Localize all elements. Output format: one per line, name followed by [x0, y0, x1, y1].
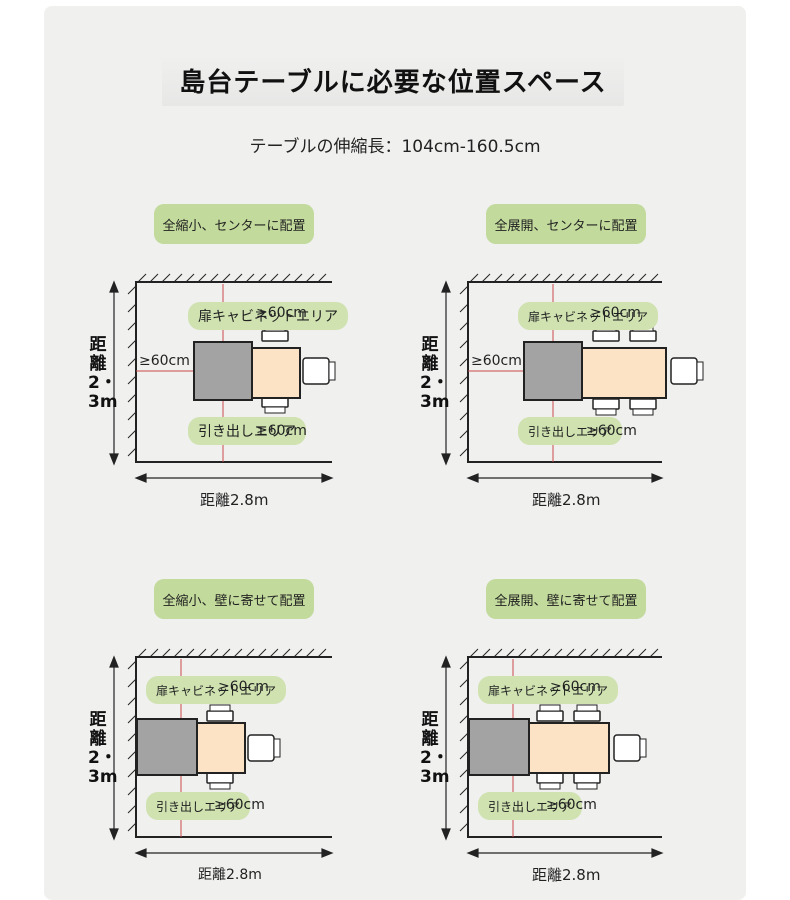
side-clearance-value: ≥60cm — [471, 353, 522, 369]
horizontal-distance-label: 距離2.8m — [200, 491, 269, 509]
drawer-clearance-value: ≥60cm — [214, 797, 265, 813]
horizontal-distance-label: 距離2.8m — [532, 491, 601, 509]
wall-hatching-top — [137, 273, 327, 283]
wall-hatching-top — [469, 273, 659, 283]
title-banner: 島台テーブルに必要な位置スペース — [162, 54, 624, 106]
chair-top — [206, 704, 234, 722]
side-clearance-value: ≥60cm — [139, 353, 190, 369]
island-cabinet — [136, 718, 198, 776]
chair-end — [670, 357, 704, 385]
dining-table — [251, 347, 301, 399]
dining-table — [581, 347, 667, 399]
chair-end — [302, 357, 336, 385]
wall-hatching-left — [127, 285, 137, 457]
room-walls — [135, 281, 332, 463]
floor-plan — [109, 648, 334, 858]
layout-panel-expanded-center: 全展開、センターに配置 — [412, 200, 772, 509]
horizontal-distance-label: 距離2.8m — [532, 866, 601, 884]
layout-panel-compact-center: 全縮小、センターに配置 — [80, 200, 440, 509]
drawer-clearance-value: ≥60cm — [546, 797, 597, 813]
chair-top-2 — [573, 704, 601, 722]
vertical-distance-label: 距離2・3m — [420, 710, 450, 787]
chair-bottom-1 — [536, 772, 564, 790]
horizontal-dimension-arrow — [466, 848, 664, 858]
drawer-area-label: 引き出しエリア — [188, 417, 306, 445]
drawer-area-label: 引き出しエリア — [146, 792, 251, 820]
chair-end — [247, 734, 281, 762]
panel-tag: 全展開、センターに配置 — [486, 204, 646, 244]
cabinet-area-label: 扉キャビネットエリア — [518, 302, 659, 330]
floor-plan — [441, 648, 664, 858]
vertical-dimension-arrow — [109, 280, 119, 466]
page-subtitle: テーブルの伸縮長：104cm-160.5cm — [249, 137, 541, 157]
vertical-distance-label: 距離2・3m — [88, 710, 118, 787]
layout-panel-compact-wall: 全縮小、壁に寄せて配置 — [80, 575, 440, 883]
vertical-distance-label: 距離2・3m — [420, 335, 450, 412]
vertical-dimension-arrow — [441, 655, 451, 841]
chair-bottom-2 — [629, 398, 657, 416]
island-cabinet — [468, 718, 530, 776]
dining-table — [528, 722, 610, 774]
panel-tag: 全展開、壁に寄せて配置 — [486, 579, 646, 619]
layout-panel-expanded-wall: 全展開、壁に寄せて配置 — [412, 575, 772, 884]
vertical-dimension-arrow — [109, 655, 119, 841]
island-cabinet — [523, 341, 583, 401]
drawer-clearance-value: ≥60cm — [586, 423, 637, 439]
cabinet-clearance-value: ≥60cm — [256, 305, 307, 321]
wall-hatching-left — [459, 660, 469, 832]
horizontal-dimension-arrow — [466, 473, 664, 483]
chair-bottom — [261, 396, 289, 414]
dining-table — [196, 722, 246, 774]
floor-plan — [441, 273, 704, 483]
horizontal-dimension-arrow — [134, 848, 334, 858]
chair-bottom — [206, 772, 234, 790]
cabinet-clearance-value: ≥60cm — [590, 305, 641, 321]
cabinet-area-label: 扉キャビネットエリア — [478, 676, 619, 704]
floor-plan — [109, 273, 336, 483]
island-cabinet — [193, 341, 253, 401]
drawer-area-label: 引き出しエリア — [478, 792, 583, 820]
vertical-distance-label: 距離2・3m — [88, 335, 118, 412]
room-walls — [467, 281, 662, 463]
cabinet-area-label: 扉キャビネットエリア — [146, 676, 287, 704]
horizontal-dimension-arrow — [134, 473, 334, 483]
drawer-clearance-value: ≥60cm — [256, 423, 307, 439]
wall-hatching-left — [127, 660, 137, 832]
chair-bottom-1 — [592, 398, 620, 416]
chair-bottom-2 — [573, 772, 601, 790]
wall-hatching-top — [137, 648, 327, 658]
cabinet-clearance-value: ≥60cm — [550, 679, 601, 695]
cabinet-area-label: 扉キャビネットエリア — [188, 302, 348, 330]
panel-tag: 全縮小、壁に寄せて配置 — [154, 579, 314, 619]
wall-hatching-top — [469, 648, 659, 658]
page-title: 島台テーブルに必要な位置スペース — [179, 67, 607, 98]
wall-hatching-left — [459, 285, 469, 457]
chair-end — [613, 734, 647, 762]
drawer-area-label: 引き出しエリア — [518, 417, 623, 445]
panel-tag: 全縮小、センターに配置 — [154, 204, 314, 244]
vertical-dimension-arrow — [441, 280, 451, 466]
horizontal-distance-label: 距離2.8m — [198, 867, 262, 883]
chair-top-1 — [536, 704, 564, 722]
cabinet-clearance-value: ≥60cm — [218, 679, 269, 695]
